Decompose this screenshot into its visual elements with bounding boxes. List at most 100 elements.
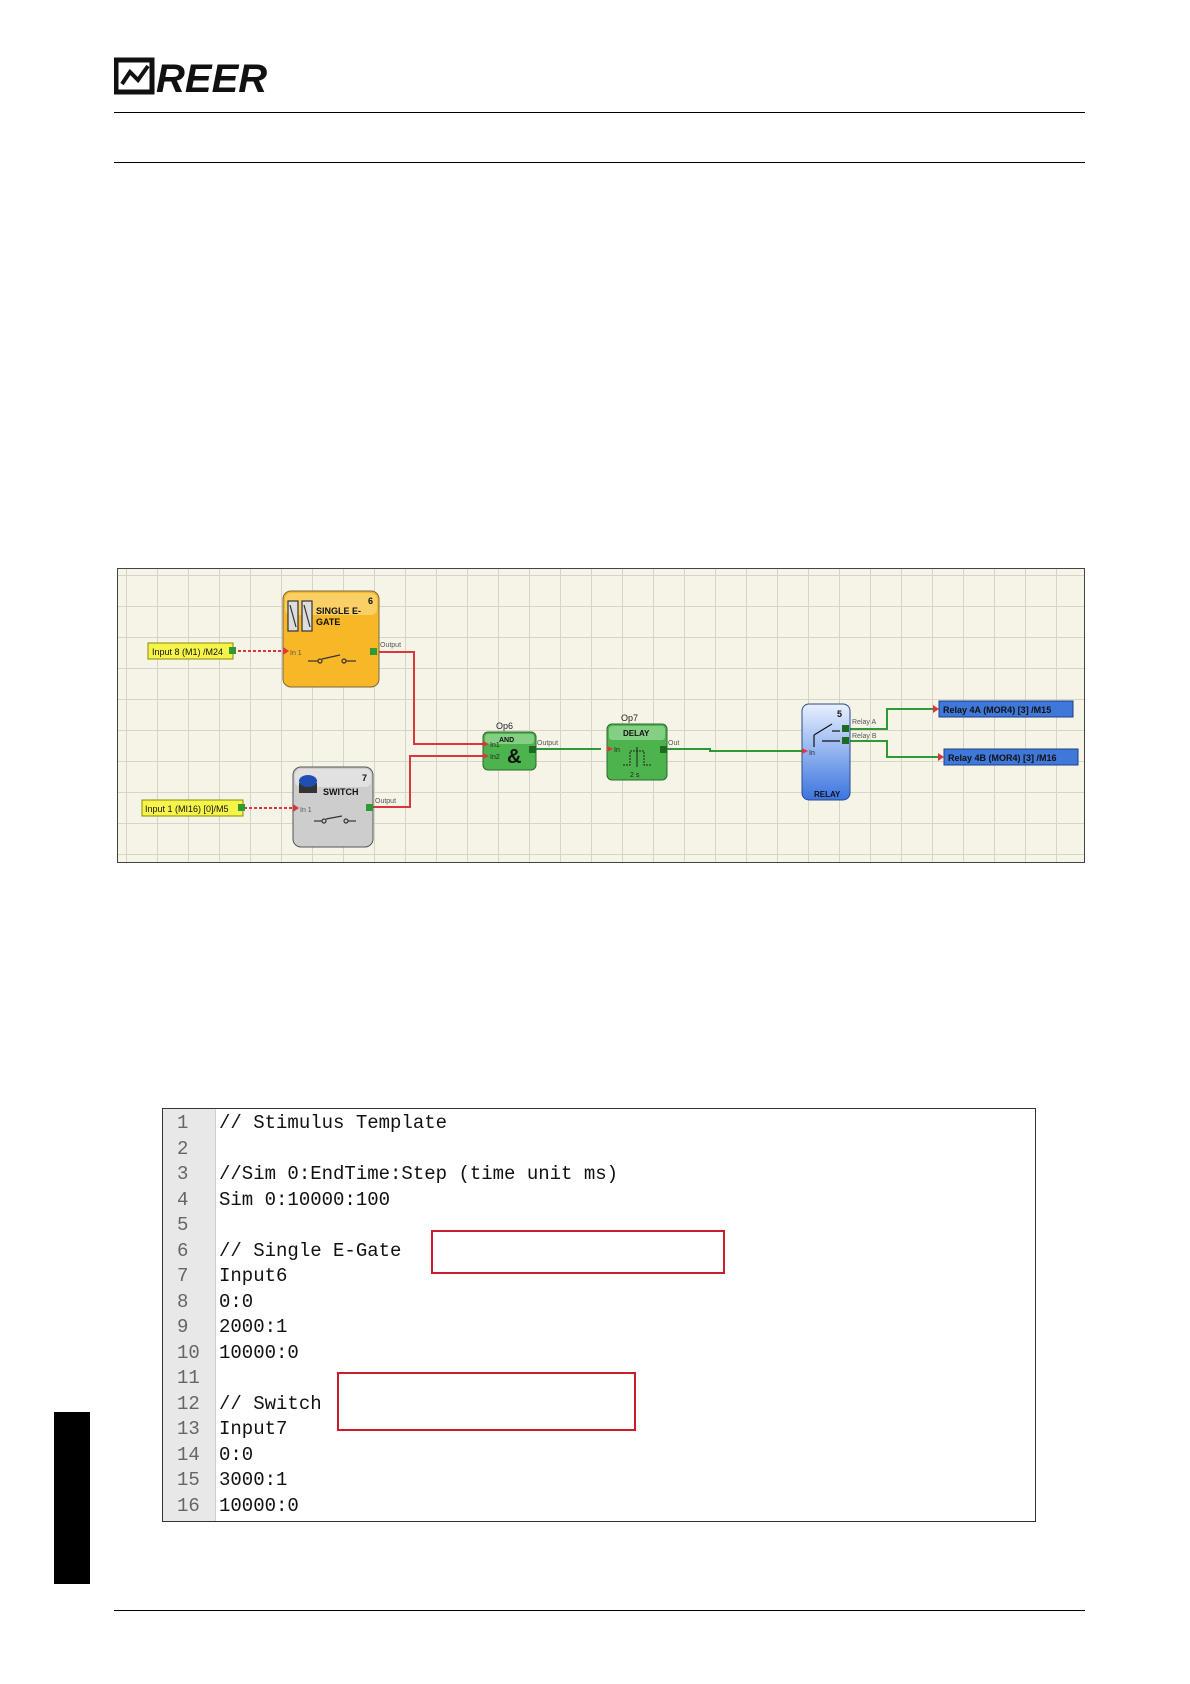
pushbutton-icon xyxy=(299,775,317,793)
and-op-label: Op6 xyxy=(496,721,513,731)
relay-block[interactable]: 5 RELAY In Relay A Relay B xyxy=(801,703,877,801)
and-output-port[interactable] xyxy=(529,746,536,753)
line-number-gutter xyxy=(163,1109,216,1521)
delay-name: DELAY xyxy=(623,729,650,738)
egate-number: 6 xyxy=(368,596,373,606)
line-number: 1 xyxy=(177,1112,189,1134)
line-number: 2 xyxy=(177,1137,189,1160)
line-number: 13 xyxy=(177,1418,200,1440)
wire-switch-and xyxy=(372,755,483,808)
code-text: //Sim 0:EndTime:Step (time unit ms) xyxy=(219,1163,619,1185)
line-number: 11 xyxy=(177,1367,200,1389)
code-line: 11 xyxy=(163,1366,1035,1391)
code-text: 3000:1 xyxy=(219,1469,288,1491)
relay-in-label: In xyxy=(809,750,815,757)
output-tag-label: Relay 4B (MOR4) [3] /M16 xyxy=(948,753,1057,763)
and-in2-label: In2 xyxy=(490,754,500,761)
egate-out-label: Output xyxy=(380,642,401,649)
relay-out-a-port[interactable] xyxy=(842,725,849,732)
delay-time: 2 s xyxy=(630,772,640,779)
input-tag-1[interactable]: Input 8 (M1) /M24 xyxy=(147,642,236,660)
relay-out-b-port[interactable] xyxy=(842,737,849,744)
code-line: 6 // Single E-Gate xyxy=(163,1239,1035,1264)
and-in1-label: In1 xyxy=(490,742,500,749)
line-number: 15 xyxy=(177,1469,200,1491)
code-text: Sim 0:10000:100 xyxy=(219,1188,391,1211)
relay-name: RELAY xyxy=(814,790,841,799)
switch-title: SWITCH xyxy=(323,787,359,797)
input-tag-label: Input 1 (MI16) [0]/M5 xyxy=(145,804,229,814)
egate-output-port[interactable] xyxy=(370,648,377,655)
code-line: 13 Input7 xyxy=(163,1417,1035,1442)
line-number: 12 xyxy=(177,1392,200,1415)
relay-out-b-label: Relay B xyxy=(852,733,877,740)
gate-icon xyxy=(287,600,313,632)
relay-contact-icon xyxy=(813,723,840,747)
contact-open-icon xyxy=(314,815,356,824)
logo-mark-icon xyxy=(113,57,155,95)
switch-out-label: Output xyxy=(375,798,396,805)
code-text: Input6 xyxy=(219,1265,288,1287)
code-line: 2 xyxy=(163,1137,1035,1162)
delay-block[interactable]: Op7 DELAY 2 s In Out xyxy=(606,713,679,781)
code-text: 2000:1 xyxy=(219,1316,288,1338)
code-text: 10000:0 xyxy=(219,1494,299,1517)
code-text: // Switch xyxy=(219,1392,322,1415)
line-number: 9 xyxy=(177,1316,189,1338)
code-line: 9 2000:1 xyxy=(163,1315,1035,1340)
code-text: 0:0 xyxy=(219,1290,254,1313)
side-tab xyxy=(54,1412,90,1584)
switch-block[interactable]: SWITCH 7 In 1 Output xyxy=(292,766,396,848)
line-number: 3 xyxy=(177,1163,189,1185)
code-line: 3 //Sim 0:EndTime:Step (time unit ms) xyxy=(163,1162,1035,1187)
and-block[interactable]: Op6 AND & In1 In2 Output xyxy=(482,721,558,771)
delay-timer-icon xyxy=(623,747,651,767)
line-number: 7 xyxy=(177,1265,189,1287)
line-number: 14 xyxy=(177,1443,200,1466)
code-line: 12 // Switch xyxy=(163,1392,1035,1417)
wire-relay-out-a xyxy=(846,708,933,730)
brand-wordmark: REER xyxy=(156,57,267,101)
stimulus-code-editor[interactable]: 1 // Stimulus Template 2 3 //Sim 0:EndTime:S… xyxy=(162,1108,1036,1522)
highlight-box-switch xyxy=(337,1372,636,1431)
output-tag-1[interactable]: Relay 4A (MOR4) [3] /M15 xyxy=(933,700,1074,718)
delay-output-port[interactable] xyxy=(660,746,667,753)
delay-op-label: Op7 xyxy=(621,713,638,723)
relay-out-a-label: Relay A xyxy=(852,719,876,726)
code-text: Input7 xyxy=(219,1418,288,1440)
line-number: 4 xyxy=(177,1188,189,1211)
input-tag-label: Input 8 (M1) /M24 xyxy=(152,647,223,657)
highlight-box-egate xyxy=(431,1230,725,1274)
code-text: 0:0 xyxy=(219,1443,254,1466)
reer-logo: REER xyxy=(113,54,274,104)
code-line: 8 0:0 xyxy=(163,1290,1035,1315)
footer-rule xyxy=(114,1610,1085,1611)
and-symbol: & xyxy=(507,746,521,768)
and-out-label: Output xyxy=(537,740,558,747)
wire-delay-relay xyxy=(660,748,806,752)
delay-in-label: In xyxy=(614,747,620,754)
code-line: 15 3000:1 xyxy=(163,1468,1035,1493)
line-number: 5 xyxy=(177,1214,189,1236)
single-egate-block[interactable]: SINGLE E-GATE 6 In 1 Output xyxy=(282,590,401,688)
code-line: 14 0:0 xyxy=(163,1443,1035,1468)
line-number: 6 xyxy=(177,1239,189,1262)
output-tag-2[interactable]: Relay 4B (MOR4) [3] /M16 xyxy=(938,748,1079,766)
code-text: // Stimulus Template xyxy=(219,1112,448,1134)
switch-output-port[interactable] xyxy=(366,804,373,811)
code-text: 10000:0 xyxy=(219,1341,299,1364)
relay-number: 5 xyxy=(837,709,842,719)
logic-diagram: Input 8 (M1) /M24 Input 1 (MI16) [0]/M5 … xyxy=(117,568,1085,863)
wire-egate-and xyxy=(374,651,483,745)
code-line: 5 xyxy=(163,1213,1035,1238)
code-line: 1 // Stimulus Template xyxy=(163,1111,1035,1136)
code-text: // Single E-Gate xyxy=(219,1239,402,1262)
contact-open-icon xyxy=(308,654,356,664)
input-tag-2[interactable]: Input 1 (MI16) [0]/M5 xyxy=(141,799,245,817)
wire-relay-out-b xyxy=(846,740,938,758)
switch-in-label: In 1 xyxy=(300,807,312,814)
line-number: 8 xyxy=(177,1290,189,1313)
section-rule xyxy=(114,162,1085,163)
